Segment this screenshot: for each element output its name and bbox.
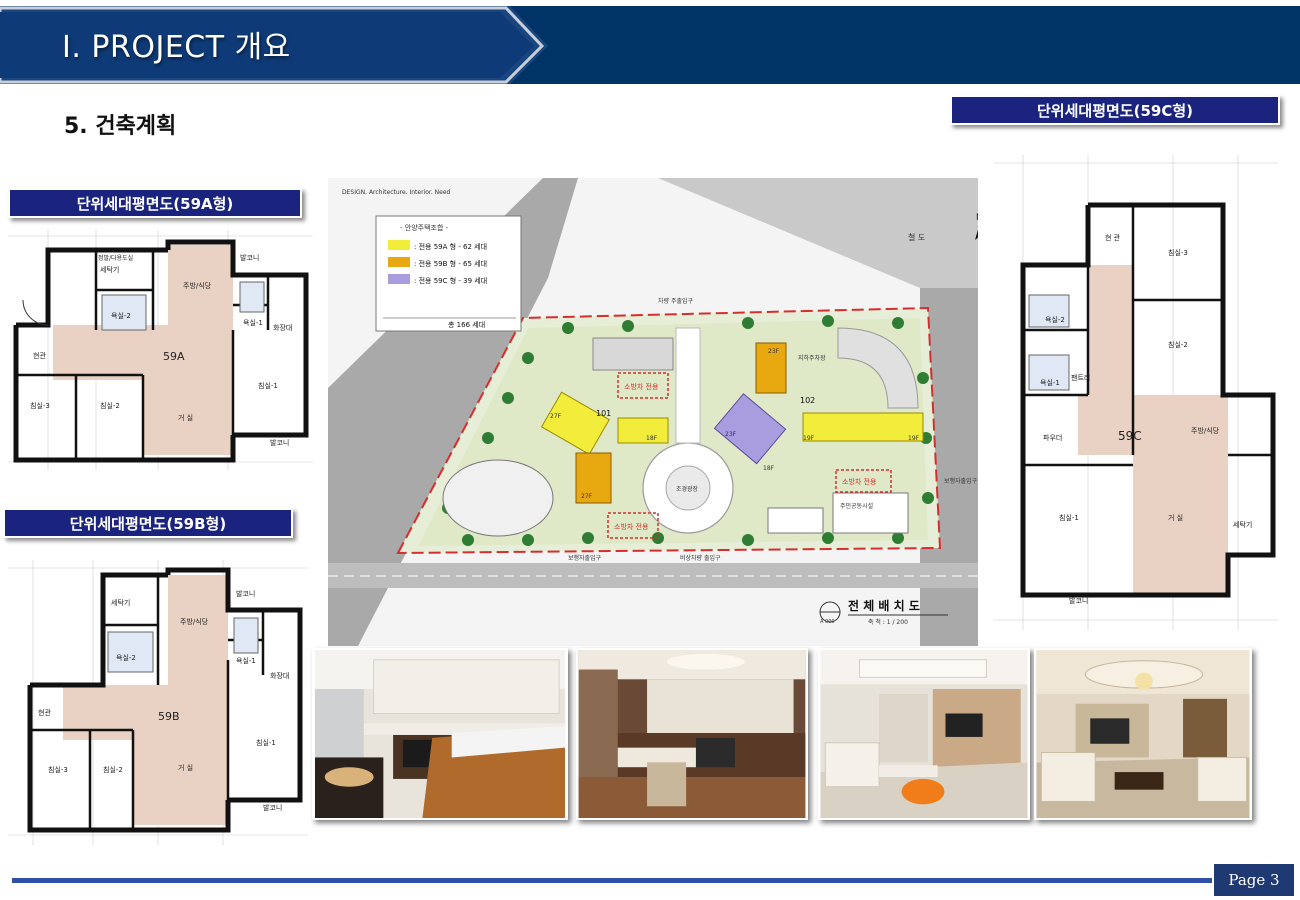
label-59a: 단위세대평면도(59A형) <box>8 188 302 218</box>
svg-text:현관: 현관 <box>38 708 51 717</box>
svg-text:발코니: 발코니 <box>270 438 289 447</box>
svg-text:정발/다용도실: 정발/다용도실 <box>98 254 133 262</box>
svg-text:거 실: 거 실 <box>178 413 193 422</box>
floor-plan-59c: 59C 현 관 침실-3 침실-2 욕실-2 욕실-1 파우더 팬트리 주방/식… <box>993 155 1278 630</box>
svg-text:욕실-1: 욕실-1 <box>1040 378 1060 387</box>
svg-text:27F: 27F <box>581 493 593 500</box>
floor-plan-59b: 59B 현관 침실-3 침실-2 거 실 침실-1 주방/식당 욕실-2 욕실-… <box>8 560 308 845</box>
page-number: Page 3 <box>1214 864 1294 896</box>
svg-text:19F: 19F <box>908 435 920 442</box>
svg-text:A 000: A 000 <box>820 619 835 625</box>
svg-text:파우더: 파우더 <box>1043 433 1062 442</box>
svg-text:27F: 27F <box>550 413 562 420</box>
kitchen-photo-2 <box>576 648 808 820</box>
svg-text:침실-3: 침실-3 <box>30 401 50 410</box>
svg-text:: 전용 59A 형 - 62 세대: : 전용 59A 형 - 62 세대 <box>414 242 487 251</box>
svg-text:거 실: 거 실 <box>178 763 193 772</box>
label-59b: 단위세대평면도(59B형) <box>3 508 293 538</box>
svg-text:욕실-2: 욕실-2 <box>116 653 136 662</box>
svg-text:발코니: 발코니 <box>263 803 282 812</box>
svg-text:: 전용 59C 형 - 39 세대: : 전용 59C 형 - 39 세대 <box>414 276 487 285</box>
svg-text:침실-1: 침실-1 <box>1059 513 1079 522</box>
svg-text:주방/식당: 주방/식당 <box>180 617 209 626</box>
section-title: 5. 건축계획 <box>64 114 177 139</box>
svg-text:주민공동시설: 주민공동시설 <box>840 502 873 510</box>
svg-text:발코니: 발코니 <box>240 253 259 262</box>
svg-text:소방차 전용: 소방차 전용 <box>614 522 649 531</box>
svg-text:N: N <box>976 213 978 223</box>
svg-text:거 실: 거 실 <box>1168 513 1183 522</box>
svg-text:소방차 전용: 소방차 전용 <box>624 382 659 391</box>
svg-text:침실-1: 침실-1 <box>258 381 278 390</box>
svg-text:보행자출입구: 보행자출입구 <box>568 554 602 562</box>
site-plan: 조경광장 소방차 전용 소방차 전용 소방차 전용 101 102 <box>328 178 978 646</box>
svg-text:침실-2: 침실-2 <box>1168 340 1188 349</box>
svg-text:침실-1: 침실-1 <box>256 738 276 747</box>
svg-text:차량 주출입구: 차량 주출입구 <box>658 297 694 305</box>
svg-text:23F: 23F <box>768 348 780 355</box>
plan-59a-type: 59A <box>163 350 185 363</box>
svg-text:침실-2: 침실-2 <box>100 401 120 410</box>
svg-text:보행자출입구: 보행자출입구 <box>944 477 978 485</box>
svg-text:DESIGN. Architecture. Interior: DESIGN. Architecture. Interior. Need <box>342 189 451 196</box>
plan-59c-type: 59C <box>1118 429 1142 443</box>
svg-text:침실-3: 침실-3 <box>1168 248 1188 257</box>
svg-text:세탁기: 세탁기 <box>111 598 130 607</box>
svg-text:소방차 전용: 소방차 전용 <box>842 477 877 486</box>
living-room-photo-1 <box>818 648 1030 820</box>
svg-text:: 전용 59B 형 - 65 세대: : 전용 59B 형 - 65 세대 <box>414 259 487 268</box>
plan-59b-type: 59B <box>158 710 180 723</box>
svg-text:18F: 18F <box>646 435 658 442</box>
svg-text:침실-2: 침실-2 <box>103 765 123 774</box>
svg-text:축 척 : 1 / 200: 축 척 : 1 / 200 <box>868 618 908 626</box>
svg-text:세탁기: 세탁기 <box>100 265 119 274</box>
svg-text:전 체 배 치 도: 전 체 배 치 도 <box>848 598 920 613</box>
kitchen-photo-1 <box>312 648 568 820</box>
svg-text:세탁기: 세탁기 <box>1233 520 1252 529</box>
svg-text:발코니: 발코니 <box>236 589 255 598</box>
svg-text:주방/식당: 주방/식당 <box>183 281 212 290</box>
svg-text:발코니: 발코니 <box>1069 596 1088 605</box>
svg-text:화장대: 화장대 <box>273 323 292 332</box>
svg-text:주방/식당: 주방/식당 <box>1191 426 1220 435</box>
svg-text:조경광장: 조경광장 <box>676 485 699 493</box>
banner-shape <box>0 6 1300 84</box>
svg-text:18F: 18F <box>763 465 775 472</box>
svg-text:23F: 23F <box>725 431 737 438</box>
svg-text:총 166 세대: 총 166 세대 <box>448 320 485 329</box>
svg-text:화장대: 화장대 <box>270 671 289 680</box>
living-room-photo-2 <box>1034 648 1252 820</box>
svg-text:욕실-2: 욕실-2 <box>111 311 131 320</box>
page-title: I. PROJECT 개요 <box>62 30 291 65</box>
svg-text:- 안양주택조합 -: - 안양주택조합 - <box>400 223 449 232</box>
svg-text:팬트리: 팬트리 <box>1071 373 1090 382</box>
svg-text:현 관: 현 관 <box>1105 233 1121 242</box>
svg-text:욕실-1: 욕실-1 <box>236 656 256 665</box>
svg-text:욕실-2: 욕실-2 <box>1045 315 1065 324</box>
label-59c: 단위세대평면도(59C형) <box>950 95 1280 125</box>
svg-text:19F: 19F <box>803 435 815 442</box>
footer-line <box>12 878 1212 883</box>
svg-text:현관: 현관 <box>33 351 46 360</box>
floor-plan-59a: 59A 현관 침실-3 침실-2 거 실 침실-1 주방/식당 욕실-2 욕실-… <box>8 230 313 470</box>
svg-text:101: 101 <box>596 409 611 418</box>
svg-text:철 도: 철 도 <box>908 232 925 242</box>
svg-text:102: 102 <box>800 396 815 405</box>
svg-text:침실-3: 침실-3 <box>48 765 68 774</box>
svg-text:지하주차장: 지하주차장 <box>798 354 826 362</box>
svg-text:욕실-1: 욕실-1 <box>243 318 263 327</box>
header-banner <box>0 0 1300 88</box>
svg-text:비상차량 출입구: 비상차량 출입구 <box>680 554 721 562</box>
